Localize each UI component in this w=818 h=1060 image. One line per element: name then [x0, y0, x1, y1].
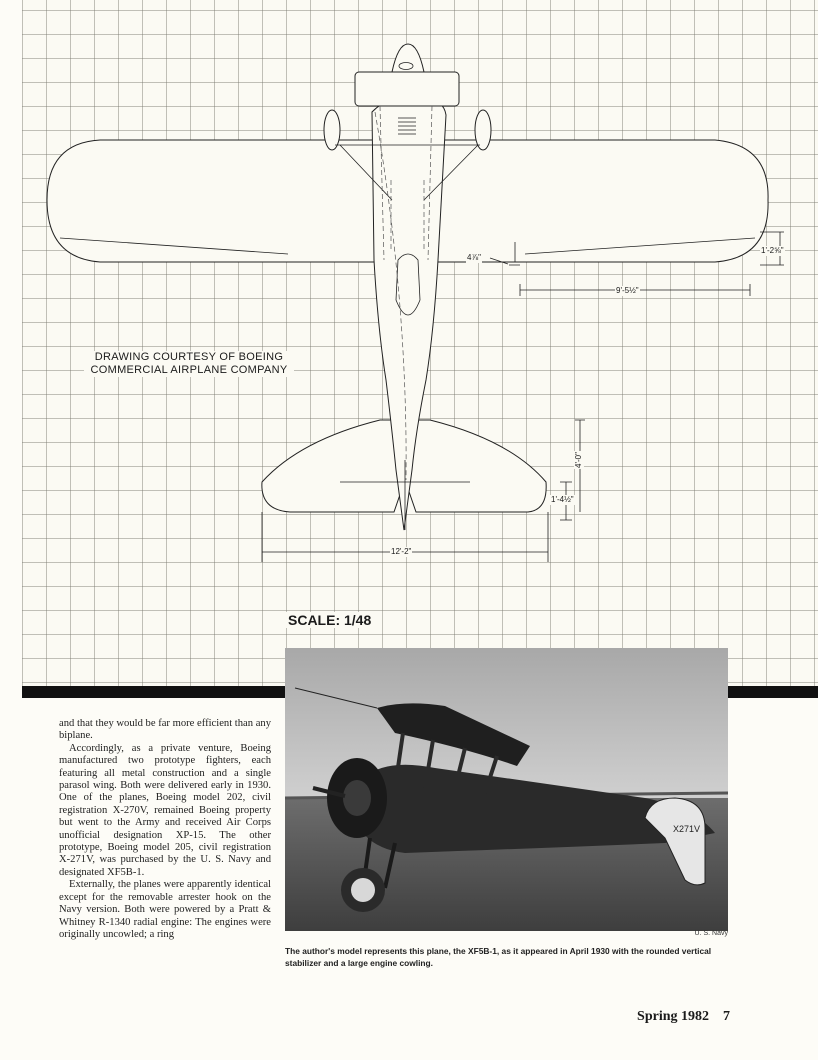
- courtesy-line-1: DRAWING COURTESY OF BOEING: [94, 351, 284, 363]
- article-body: and that they would be far more efficien…: [59, 718, 271, 941]
- page-number: 7: [723, 1009, 730, 1024]
- dim-tail-chord: 1'-4½": [550, 495, 575, 505]
- dim-tail-span: 12'-2": [390, 547, 413, 557]
- drawing-courtesy: DRAWING COURTESY OF BOEING COMMERCIAL AI…: [84, 351, 294, 377]
- dim-wing-span-half: 9'-5½": [615, 286, 640, 296]
- aircraft-photo: X271V: [285, 648, 728, 931]
- dim-tail-length: 4'-0": [573, 451, 584, 469]
- photo-caption: The author's model represents this plane…: [285, 946, 712, 968]
- article-paragraph: and that they would be far more efficien…: [59, 718, 271, 742]
- aircraft-plan-drawing: [46, 43, 784, 562]
- left-rule-bar: [22, 686, 285, 698]
- dim-wing-chord: 1'-2⅝": [760, 246, 785, 256]
- article-paragraph: Externally, the planes were apparently i…: [59, 879, 271, 940]
- issue-label: Spring 1982: [637, 1009, 709, 1024]
- article-paragraph: Accordingly, as a private venture, Boein…: [59, 742, 271, 878]
- scale-label: SCALE: 1/48: [286, 612, 374, 628]
- page-footer: Spring 1982 7: [620, 1009, 730, 1025]
- left-wheel: [323, 109, 341, 151]
- right-wheel: [474, 109, 492, 151]
- dim-wing-dihedral: 4⅞": [466, 253, 482, 263]
- right-rule-bar: [728, 686, 818, 698]
- courtesy-line-2: COMMERCIAL AIRPLANE COMPANY: [90, 364, 288, 376]
- engine-cowling: [354, 71, 460, 107]
- tail-registration: X271V: [673, 824, 700, 834]
- photo-credit: U. S. Navy: [694, 930, 728, 937]
